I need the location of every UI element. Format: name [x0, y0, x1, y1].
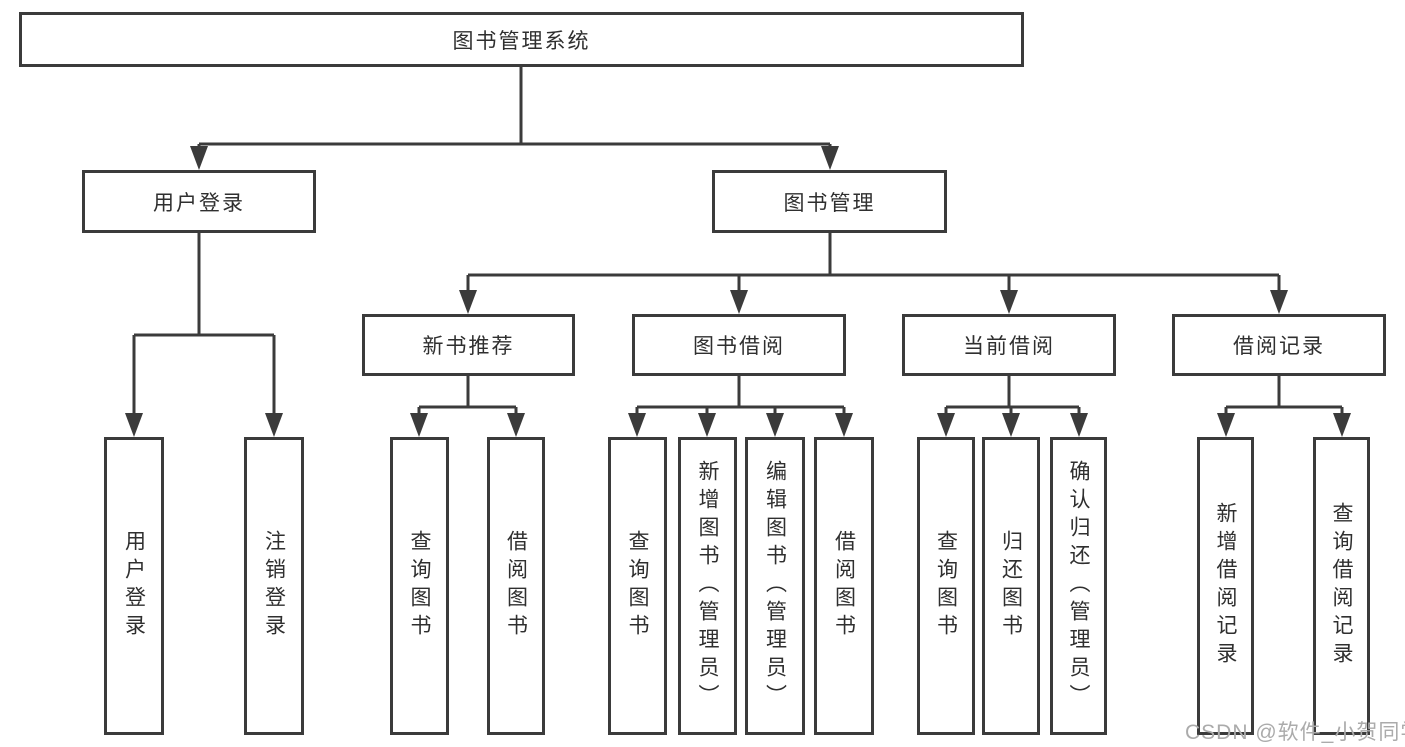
node-label: 查询图书 — [934, 530, 958, 642]
leaf-query-books-recommendation: 查询图书 — [390, 437, 449, 735]
node-user-login: 用户登录 — [82, 170, 316, 233]
arrowhead — [507, 413, 525, 437]
node-label: 图书管理 — [783, 191, 876, 215]
arrowhead — [1002, 413, 1020, 437]
node-label: 借阅图书 — [504, 530, 528, 642]
arrowhead — [730, 290, 748, 314]
arrowhead — [821, 146, 839, 170]
arrowhead — [125, 413, 143, 437]
node-label: 查询借阅记录 — [1330, 502, 1353, 670]
node-label: 当前借阅 — [963, 335, 1055, 358]
node-label: 新增借阅记录 — [1214, 502, 1237, 670]
node-book-borrowing: 图书借阅 — [632, 314, 846, 376]
node-current-borrowing: 当前借阅 — [902, 314, 1116, 376]
arrowhead — [265, 413, 283, 437]
arrowhead — [628, 413, 646, 437]
node-label: 确认归还（管理员） — [1067, 460, 1090, 712]
node-label: 图书管理系统 — [452, 29, 591, 53]
leaf-user-login: 用户登录 — [104, 437, 164, 735]
arrowhead — [190, 146, 208, 170]
leaf-logout: 注销登录 — [244, 437, 304, 735]
node-label: 注销登录 — [262, 530, 286, 642]
leaf-confirm-return-admin: 确认归还（管理员） — [1050, 437, 1107, 735]
leaf-add-borrow-record: 新增借阅记录 — [1197, 437, 1254, 735]
node-borrowing-records: 借阅记录 — [1172, 314, 1386, 376]
arrowhead — [459, 290, 477, 314]
leaf-borrow-books-recommendation: 借阅图书 — [487, 437, 545, 735]
connector-book-borrowing-to-leaves — [635, 376, 846, 425]
connector-root-to-level2 — [197, 67, 832, 160]
node-label: 新增图书（管理员） — [696, 460, 719, 712]
node-label: 用户登录 — [122, 530, 146, 642]
node-label: 编辑图书（管理员） — [763, 460, 787, 712]
connector-book-management-to-level3 — [466, 233, 1281, 302]
connector-new-book-recommendation-to-leaves — [417, 376, 518, 425]
node-label: 借阅记录 — [1233, 335, 1325, 358]
csdn-watermark: CSDN @软件_小贺同学 — [1185, 721, 1405, 744]
node-label: 图书借阅 — [693, 335, 785, 358]
node-label: 查询图书 — [626, 530, 649, 642]
leaf-query-books-current: 查询图书 — [917, 437, 975, 735]
connector-user-login-to-leaves — [132, 233, 276, 425]
connector-borrowing-records-to-leaves — [1224, 376, 1344, 425]
node-book-management: 图书管理 — [712, 170, 947, 233]
leaf-edit-books-admin: 编辑图书（管理员） — [745, 437, 805, 735]
leaf-add-books-admin: 新增图书（管理员） — [678, 437, 737, 735]
leaf-return-books: 归还图书 — [982, 437, 1040, 735]
leaf-query-books-borrowing: 查询图书 — [608, 437, 667, 735]
arrowhead — [1217, 413, 1235, 437]
node-library-management-system: 图书管理系统 — [19, 12, 1024, 67]
node-label: 归还图书 — [999, 530, 1023, 642]
arrowhead — [410, 413, 428, 437]
arrowhead — [1000, 290, 1018, 314]
node-new-book-recommendation: 新书推荐 — [362, 314, 575, 376]
node-label: 用户登录 — [153, 191, 245, 215]
leaf-query-borrow-record: 查询借阅记录 — [1313, 437, 1370, 735]
node-label: 借阅图书 — [832, 530, 856, 642]
node-label: 新书推荐 — [422, 335, 515, 358]
arrowhead — [835, 413, 853, 437]
arrowhead — [1333, 413, 1351, 437]
arrowhead — [1270, 290, 1288, 314]
arrowhead — [698, 413, 716, 437]
node-label: 查询图书 — [408, 530, 431, 642]
arrowhead — [1070, 413, 1088, 437]
leaf-borrow-books: 借阅图书 — [814, 437, 874, 735]
arrowhead — [937, 413, 955, 437]
arrowhead — [766, 413, 784, 437]
connector-current-borrowing-to-leaves — [944, 376, 1081, 425]
